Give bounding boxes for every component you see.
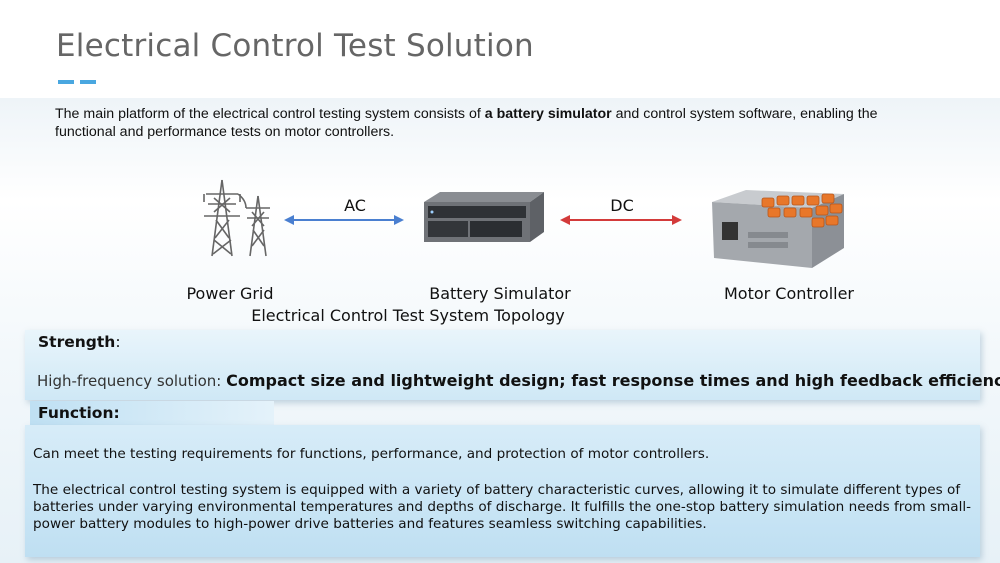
strength-lead: High-frequency solution: <box>37 372 227 390</box>
dc-label: DC <box>610 196 634 215</box>
power-grid-label: Power Grid <box>186 284 274 303</box>
strength-bold: Compact size and lightweight design; fas… <box>226 371 1000 390</box>
function-heading: Function: <box>38 404 120 422</box>
ac-arrow <box>284 215 404 225</box>
motor-controller-icon <box>712 190 844 268</box>
power-tower-icon <box>203 179 270 257</box>
intro-text: The main platform of the electrical cont… <box>55 105 935 141</box>
battery-simulator-icon <box>424 192 544 242</box>
strength-panel <box>25 330 980 400</box>
topology-caption: Electrical Control Test System Topology <box>251 306 565 325</box>
motor-controller-label: Motor Controller <box>723 284 855 303</box>
battery-simulator-label: Battery Simulator <box>429 284 571 303</box>
title-accent-dash <box>80 80 96 84</box>
function-paragraph: Can meet the testing requirements for fu… <box>33 446 710 462</box>
topology-svg <box>203 179 844 268</box>
intro-before: The main platform of the electrical cont… <box>55 106 485 122</box>
intro-bold: a battery simulator <box>484 106 612 122</box>
page-title: Electrical Control Test Solution <box>56 28 534 64</box>
function-panel <box>25 425 980 557</box>
intro-after: and control system software, enabling th… <box>55 106 878 140</box>
ac-label: AC <box>344 196 366 215</box>
strength-heading-text: Strength <box>38 333 116 351</box>
function-paragraph: The electrical control testing system is… <box>33 482 972 532</box>
strength-heading-colon: : <box>115 333 121 351</box>
strength-heading: Strength: <box>38 333 121 351</box>
strength-text: High-frequency solution: Compact size an… <box>37 371 1000 390</box>
title-accent-dash <box>58 80 74 84</box>
function-heading-tab <box>30 401 274 425</box>
dc-arrow <box>560 215 682 225</box>
topology-diagram: AC DC Power Grid Battery Simulator Motor… <box>0 150 1000 330</box>
